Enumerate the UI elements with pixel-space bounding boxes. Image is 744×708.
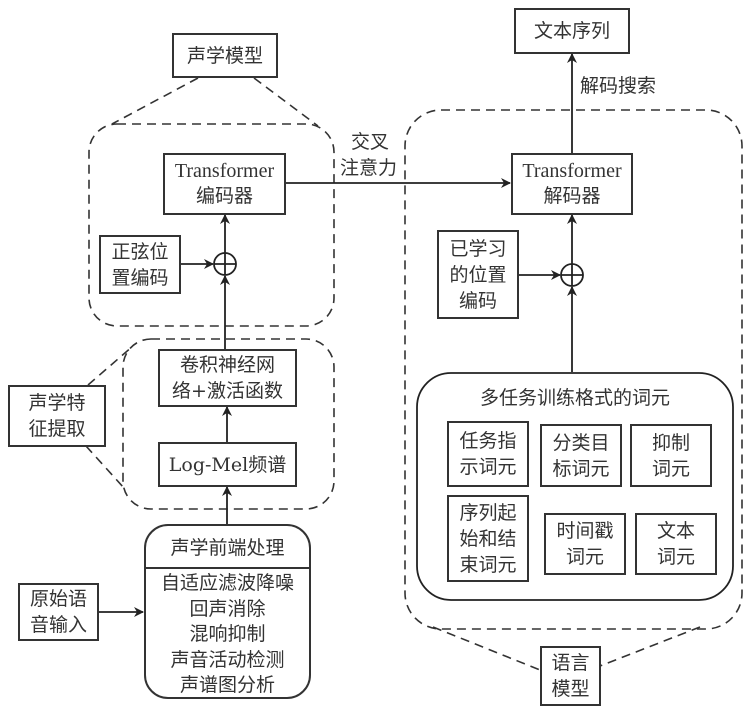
learned-posenc-line3: 编码	[458, 289, 497, 312]
language-model-callout-left	[432, 626, 541, 671]
feature-extraction-callout-top	[87, 345, 134, 386]
language-model-line1: 语言	[551, 652, 590, 674]
learned-positional-encoding-block: 已学习 的位置 编码	[437, 230, 519, 319]
frontend-item: 声谱图分析	[179, 674, 275, 696]
cross-attention-label-line2: 注意力	[340, 157, 398, 179]
log-mel-spectrum-block: Log-Mel频谱	[158, 442, 297, 487]
token-line: 始和结	[459, 527, 517, 550]
encoder-line2: 编码器	[195, 185, 253, 207]
frontend-item: 声音活动检测	[170, 648, 285, 671]
token-line: 文本	[656, 520, 695, 542]
language-model-callout-right	[599, 626, 701, 667]
multitask-tokens-container	[416, 372, 734, 601]
token-classification-target: 分类目 标词元	[540, 424, 622, 487]
raw-input-line1: 原始语	[29, 588, 87, 610]
feature-extraction-callout-bottom	[85, 445, 125, 489]
frontend-title: 声学前端处理	[146, 526, 309, 569]
token-line: 分类目	[552, 431, 610, 454]
feature-extraction-line2: 征提取	[28, 418, 86, 440]
cnn-line2: 络+激活函数	[172, 380, 283, 402]
language-model-line2: 模型	[551, 678, 590, 700]
decoder-line1: Transformer	[522, 160, 622, 182]
learned-posenc-line2: 的位置	[449, 263, 507, 286]
token-line: 序列起	[459, 501, 517, 524]
token-line: 时间戳	[556, 520, 614, 542]
token-line: 词元	[656, 546, 695, 568]
frontend-item: 自适应滤波降噪	[160, 572, 294, 594]
decoder-sum-icon	[560, 263, 584, 287]
encoder-sum-icon	[213, 252, 237, 276]
language-model-region	[404, 109, 743, 630]
decode-search-label: 解码搜索	[580, 75, 657, 97]
token-line: 词元	[565, 546, 604, 568]
frontend-item: 回声消除	[189, 597, 266, 620]
acoustic-model-title: 声学模型	[186, 44, 263, 67]
text-sequence-block: 文本序列	[514, 8, 630, 54]
text-sequence-label: 文本序列	[533, 20, 610, 42]
frontend-items: 自适应滤波降噪 回声消除 混响抑制 声音活动检测 声谱图分析	[146, 569, 309, 699]
acoustic-model-region	[88, 123, 335, 327]
encoder-line1: Transformer	[174, 160, 275, 182]
learned-posenc-line1: 已学习	[449, 237, 507, 260]
token-task-indicator: 任务指 示词元	[447, 421, 529, 487]
raw-speech-input-block: 原始语 音输入	[18, 583, 99, 641]
language-model-label: 语言 模型	[540, 646, 601, 706]
acoustic-frontend-block: 声学前端处理 自适应滤波降噪 回声消除 混响抑制 声音活动检测 声谱图分析	[144, 524, 311, 699]
frontend-item: 混响抑制	[189, 623, 266, 645]
sinusoidal-positional-encoding-block: 正弦位 置编码	[99, 235, 181, 294]
transformer-decoder-block: Transformer 解码器	[511, 153, 633, 215]
feature-extraction-region	[122, 338, 335, 510]
posenc-line1: 正弦位	[111, 240, 169, 263]
raw-input-line2: 音输入	[29, 614, 87, 636]
feature-extraction-line1: 声学特	[28, 392, 86, 414]
feature-extraction-label: 声学特 征提取	[8, 385, 106, 447]
logmel-label: Log-Mel频谱	[168, 453, 287, 476]
token-line: 词元	[651, 457, 690, 480]
token-suppression: 抑制 词元	[630, 424, 712, 487]
acoustic-model-callout-right	[253, 77, 319, 127]
multitask-tokens-title: 多任务训练格式的词元	[479, 387, 670, 409]
token-line: 示词元	[459, 456, 517, 478]
cnn-line1: 卷积神经网	[179, 354, 275, 376]
posenc-line2: 置编码	[111, 266, 169, 289]
decoder-line2: 解码器	[543, 185, 601, 207]
token-line: 束词元	[459, 553, 517, 576]
acoustic-model-label: 声学模型	[172, 33, 278, 78]
token-line: 标词元	[552, 457, 610, 480]
acoustic-model-callout-left	[111, 77, 199, 125]
token-line: 抑制	[651, 431, 690, 454]
token-text: 文本 词元	[635, 513, 717, 575]
cross-attention-label-line1: 交叉	[351, 131, 390, 153]
token-timestamp: 时间戳 词元	[544, 513, 626, 575]
transformer-encoder-block: Transformer 编码器	[163, 153, 286, 215]
cnn-activation-block: 卷积神经网 络+激活函数	[158, 349, 297, 407]
token-sequence-start-end: 序列起 始和结 束词元	[447, 495, 529, 582]
token-line: 任务指	[459, 430, 517, 452]
